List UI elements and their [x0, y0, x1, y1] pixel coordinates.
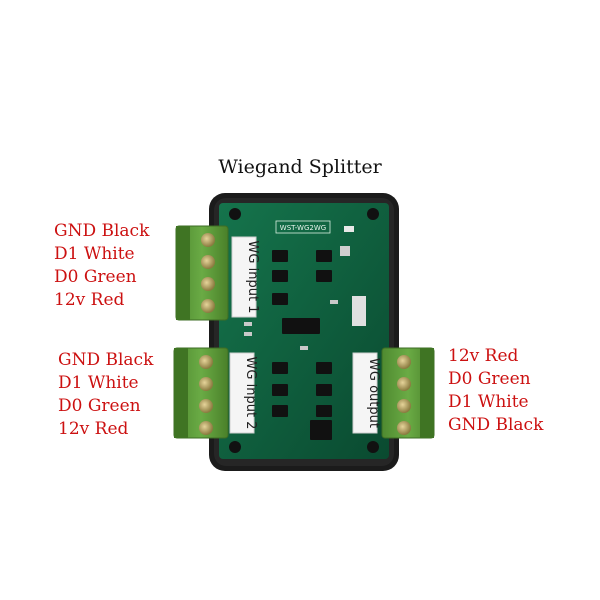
- components: [272, 250, 332, 440]
- terminal-block-output: [381, 347, 435, 439]
- label-output: WG output: [366, 358, 381, 428]
- terminal-block-input1: [175, 225, 229, 321]
- capacitor: [352, 296, 366, 326]
- input2-wire-labels: GND Black D1 White D0 Green 12v Red: [58, 349, 153, 441]
- input1-wire-labels: GND Black D1 White D0 Green 12v Red: [54, 220, 149, 312]
- input1-wire-gnd: GND Black: [54, 221, 150, 241]
- label-input2: WG input 2: [243, 357, 258, 430]
- screw-terminal-icon: [397, 355, 411, 369]
- title: Wiegand Splitter: [218, 156, 382, 178]
- status-led: [344, 226, 354, 232]
- input1-wire-12v: 12v Red: [54, 290, 125, 310]
- screw-terminal-icon: [199, 355, 213, 369]
- screw-terminal-icon: [199, 421, 213, 435]
- mount-screw-icon: [229, 208, 241, 220]
- input2-wire-12v: 12v Red: [58, 419, 129, 439]
- output-wire-gnd: GND Black: [448, 415, 544, 435]
- screw-terminal-icon: [199, 377, 213, 391]
- top-marking: WST-WG2WG: [280, 224, 326, 232]
- screw-terminal-icon: [397, 399, 411, 413]
- input2-wire-d1: D1 White: [58, 373, 139, 393]
- screw-terminal-icon: [201, 255, 215, 269]
- screw-terminal-icon: [199, 399, 213, 413]
- label-strip-input1: [231, 236, 257, 318]
- screw-terminal-icon: [201, 299, 215, 313]
- screw-terminal-icon: [201, 233, 215, 247]
- input2-wire-gnd: GND Black: [58, 350, 154, 370]
- input1-wire-d0: D0 Green: [54, 267, 137, 287]
- screw-terminal-icon: [201, 277, 215, 291]
- input2-wire-d0: D0 Green: [58, 396, 141, 416]
- input1-wire-d1: D1 White: [54, 244, 135, 264]
- output-wire-labels: 12v Red D0 Green D1 White GND Black: [448, 345, 543, 437]
- label-input1: WG input 1: [245, 241, 260, 314]
- terminal-block-input2: [173, 347, 229, 439]
- screw-terminal-icon: [397, 377, 411, 391]
- label-strip-input2: [229, 352, 255, 434]
- screw-terminal-icon: [397, 421, 411, 435]
- output-wire-d0: D0 Green: [448, 369, 531, 389]
- output-wire-d1: D1 White: [448, 392, 529, 412]
- mount-screw-icon: [367, 441, 379, 453]
- mount-screw-icon: [367, 208, 379, 220]
- output-wire-12v: 12v Red: [448, 346, 519, 366]
- label-strip-output: [352, 352, 378, 434]
- mount-screw-icon: [229, 441, 241, 453]
- top-marking-box: [275, 220, 331, 234]
